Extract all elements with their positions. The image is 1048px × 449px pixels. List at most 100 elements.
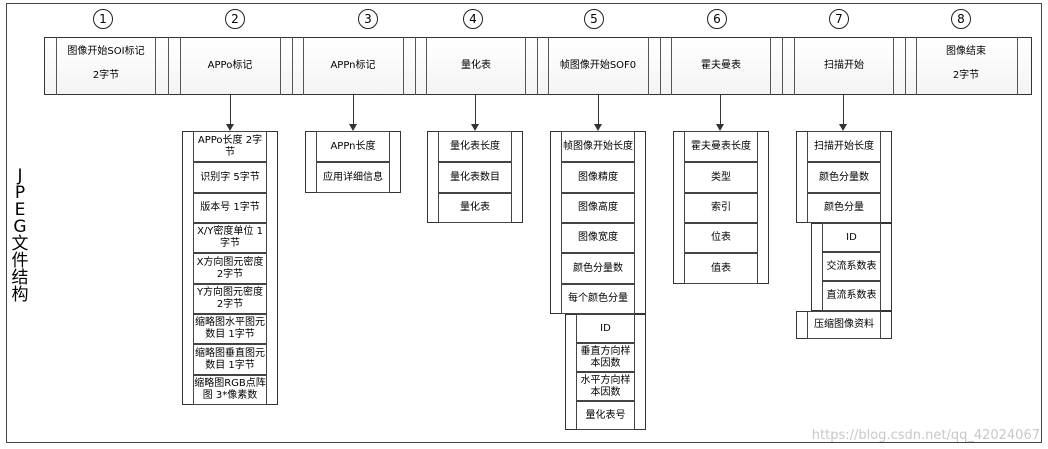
bar-divider (403, 37, 404, 95)
connector-line (230, 95, 231, 125)
dqt-item: 量化表数目 (438, 162, 512, 193)
bar-divider (648, 37, 649, 95)
sos-item: 扫描开始长度 (807, 131, 881, 162)
side-title-char: G (13, 217, 27, 237)
app0-item: 缩略图RGB点阵图 3*像素数 (193, 375, 267, 405)
app0-item: 版本号 1字节 (193, 193, 267, 223)
connector-line (598, 95, 599, 125)
side-title-char: 构 (11, 285, 29, 305)
arrow-down-icon (716, 124, 724, 131)
connector-line (843, 95, 844, 125)
dqt-item: 量化表长度 (438, 131, 512, 162)
bar-divider (905, 37, 906, 95)
segment-label-soi: 图像开始SOI标记 2字节 (56, 44, 156, 84)
sof0-item: 帧图像开始长度 (561, 131, 635, 162)
sof0-subitem: ID (576, 314, 635, 343)
bar-divider (916, 37, 917, 95)
bar-divider (426, 37, 427, 95)
bar-divider (525, 37, 526, 95)
jpeg-segment-bar (44, 37, 1032, 95)
dqt-item: 量化表 (438, 193, 512, 223)
side-title-char: P (14, 183, 26, 203)
dht-item: 索引 (684, 193, 758, 223)
side-title: J P E G 文 件 结 构 (8, 168, 32, 304)
bar-divider (168, 37, 169, 95)
bar-divider (537, 37, 538, 95)
segment-label-line: 图像开始SOI标记 (67, 46, 145, 57)
sos-item: 颜色分量数 (807, 162, 881, 193)
segment-number-2: 2 (225, 9, 245, 29)
bar-divider (660, 37, 661, 95)
bar-divider (180, 37, 181, 95)
sof0-item: 图像宽度 (561, 223, 635, 253)
app0-item: X/Y密度单位 1字节 (193, 223, 267, 253)
connector-line (353, 95, 354, 125)
sos-subitem: 直流系数表 (822, 281, 881, 311)
segment-label-dht: 霍夫曼表 (701, 60, 741, 71)
bar-divider (794, 37, 795, 95)
segment-label-appn: APPn标记 (330, 60, 376, 71)
bar-divider (155, 37, 156, 95)
bar-divider (1017, 37, 1018, 95)
watermark: https://blog.csdn.net/qq_42024067 (811, 428, 1040, 443)
app0-item: X方向图元密度 2字节 (193, 253, 267, 284)
segment-number-6: 6 (707, 9, 727, 29)
dht-item: 霍夫曼表长度 (684, 131, 758, 162)
segment-number-5: 5 (584, 9, 604, 29)
side-title-char: 件 (11, 251, 29, 271)
bar-divider (770, 37, 771, 95)
sof0-subitem: 水平方向样本因数 (576, 372, 635, 401)
bar-divider (548, 37, 549, 95)
segment-label-app0: APPo标记 (207, 60, 253, 71)
segment-number-8: 8 (951, 9, 971, 29)
appn-item: APPn长度 (316, 131, 390, 162)
segment-number-7: 7 (829, 9, 849, 29)
segment-label-dqt: 量化表 (461, 60, 491, 71)
bar-divider (280, 37, 281, 95)
dht-item: 位表 (684, 223, 758, 253)
app0-item: 识别字 5字节 (193, 162, 267, 193)
sof0-item: 颜色分量数 (561, 253, 635, 284)
segment-label-line: 图像结束 (946, 46, 986, 57)
bar-divider (292, 37, 293, 95)
segment-number-1: 1 (93, 9, 113, 29)
segment-label-eoi: 图像结束 2字节 (916, 44, 1016, 84)
side-title-char: 结 (11, 268, 29, 288)
arrow-down-icon (226, 124, 234, 131)
segment-label-line: 2字节 (92, 70, 120, 81)
bar-divider (415, 37, 416, 95)
sos-last-item: 压缩图像资料 (807, 311, 881, 339)
side-title-char: 文 (11, 234, 29, 254)
sos-item: 颜色分量 (807, 193, 881, 223)
app0-item: Y方向图元密度 2字节 (193, 284, 267, 314)
bar-divider (56, 37, 57, 95)
side-title-char: J (17, 166, 23, 186)
segment-label-sos: 扫描开始 (824, 60, 864, 71)
arrow-down-icon (594, 124, 602, 131)
segment-label-sof0: 帧图像开始SOF0 (559, 60, 637, 71)
app0-item: 缩略图垂直图元数目 1字节 (193, 344, 267, 375)
dht-item: 类型 (684, 162, 758, 193)
app0-item: 缩略图水平图元数目 1字节 (193, 314, 267, 344)
sof0-item: 图像精度 (561, 162, 635, 193)
bar-divider (782, 37, 783, 95)
segment-number-3: 3 (358, 9, 378, 29)
sos-subitem: ID (822, 223, 881, 252)
arrow-down-icon (471, 124, 479, 131)
sof0-item: 图像高度 (561, 193, 635, 223)
dht-item: 值表 (684, 253, 758, 284)
app0-item: APPo长度 2字节 (193, 131, 267, 162)
bar-divider (303, 37, 304, 95)
sof0-subitem: 垂直方向样本因数 (576, 343, 635, 372)
appn-item: 应用详细信息 (316, 162, 390, 193)
diagram-frame (6, 3, 1042, 443)
bar-divider (671, 37, 672, 95)
sof0-subitem: 量化表号 (576, 401, 635, 430)
arrow-down-icon (839, 124, 847, 131)
sos-subitem: 交流系数表 (822, 252, 881, 281)
connector-line (720, 95, 721, 125)
bar-divider (893, 37, 894, 95)
segment-label-line: 2字节 (952, 70, 980, 81)
side-title-char: E (14, 200, 26, 220)
arrow-down-icon (349, 124, 357, 131)
